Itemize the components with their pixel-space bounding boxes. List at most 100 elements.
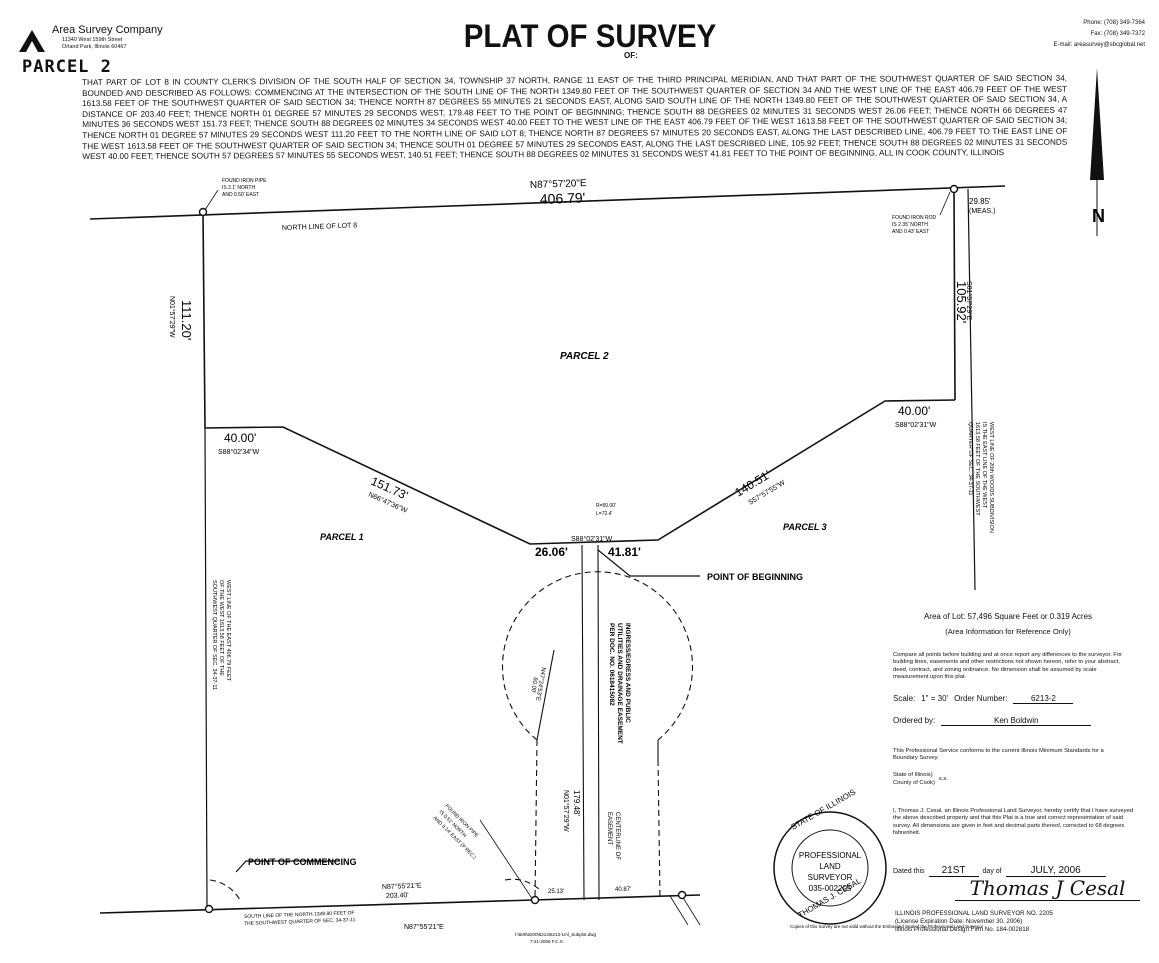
centerline-note-2: EASEMENT [606, 812, 612, 845]
county-label: County of Cook) [893, 779, 935, 786]
ne-found-1: FOUND IRON ROD [892, 215, 937, 221]
se-tick-2 [669, 895, 689, 926]
parcel-3-label: PARCEL 3 [783, 522, 827, 532]
east-line-note-2: IS THE EAST LINE OF THE WEST [981, 422, 987, 509]
west-40-bearing: S88°02'34"W [218, 448, 260, 456]
poc-label: POINT OF COMMENCING [248, 857, 357, 867]
south-distance: 203.40' [386, 892, 409, 900]
south-bearing-2: N87°55'21"E [404, 923, 444, 931]
west-bearing: N01°57'29"W [168, 296, 176, 338]
dated-row: Dated this 21ST day of JULY, 2006 [893, 865, 1143, 877]
east-extension-line [967, 188, 976, 591]
ne-found-3: AND 0.43' EAST [892, 229, 929, 235]
ordered-value: Ken Boldwin [941, 716, 1092, 726]
phone: Phone: (708) 349-7364 [1083, 20, 1145, 26]
nw-iron-pipe-marker [198, 207, 208, 217]
s-iron-pipe-marker [530, 895, 540, 905]
compare-note: Compare all points before building and a… [893, 652, 1123, 681]
seal-line-1: PROFESSIONAL [799, 851, 862, 860]
state-label: State of Illinois) [893, 772, 933, 779]
west-40-distance: 40.00' [224, 431, 256, 445]
dated-day: 21ST [928, 865, 979, 877]
curve-length: L=72.4' [596, 511, 612, 517]
easement-note-2: UTILITIES AND DRAINAGE EASEMENT [616, 623, 623, 744]
company-logo-icon [18, 28, 46, 59]
page-title: PLAT OF SURVEY [463, 18, 717, 54]
se-marker [677, 890, 687, 900]
ss-label: s.s. [938, 776, 948, 783]
se-tick [681, 895, 701, 926]
company-name: Area Survey Company [52, 24, 163, 36]
n47-distance: 60.00' [529, 677, 538, 694]
west-line-note-1: WEST LINE OF THE EAST 406.79 FEET [225, 580, 231, 682]
north-letter: N [1092, 206, 1105, 226]
ne-iron-rod-marker [949, 184, 959, 194]
d4087-distance: 40.87' [615, 887, 631, 893]
north-line-label: NORTH LINE OF LOT 8 [282, 222, 358, 232]
d2513-distance: 25.13' [548, 889, 564, 895]
drawing-file-date: 7-21-2006 F.C.S. [530, 939, 564, 944]
survey-notes: Area of Lot: 57,496 Square Feet or 0.319… [893, 612, 1123, 787]
easement-note-3: PER DOC. NO. 0618415082 [608, 623, 615, 706]
certification: I, Thomas J. Cesal, an Illinois Professi… [893, 808, 1133, 837]
nw-found-3: AND 0.50' EAST [222, 192, 259, 198]
north-distance: 406.79' [540, 189, 586, 207]
poc-marker [204, 904, 214, 914]
east-distance: 105.92' [954, 281, 969, 323]
north-bearing: N87°57'20"E [530, 178, 587, 191]
curve-radius: R=50.00' [596, 503, 616, 509]
easement-line-a [581, 544, 585, 901]
license-line-3: Illinois Professional Design Firm No. 18… [895, 926, 1030, 933]
fax: Fax: (708) 349-7372 [1090, 31, 1145, 37]
area-note: (Area Information for Reference Only) [945, 627, 1071, 636]
dated-month: JULY, 2006 [1005, 865, 1106, 877]
license-line-1: ILLINOIS PROFESSIONAL LAND SURVEYOR NO. … [895, 910, 1053, 917]
east-boundary-line [953, 188, 956, 401]
d179-bearing: N01°57'29"W [562, 790, 570, 832]
copies-note: Copies of this Survey are not valid with… [790, 924, 984, 929]
scale-order-row: Scale: 1" = 30' Order Number: 6213-2 [893, 694, 1123, 704]
south-bearing: N87°55'21"E [382, 882, 422, 891]
nw-found-2: IS 2.1' NORTH [222, 185, 255, 191]
seal-line-2: LAND [819, 862, 841, 871]
west-line-note-2: OF THE WEST 1613.58 FEET OF THE [218, 580, 224, 676]
license-block: ILLINOIS PROFESSIONAL LAND SURVEYOR NO. … [895, 910, 1145, 934]
meas-label: (MEAS.) [969, 208, 995, 215]
conform-note: This Professional Service conforms to th… [893, 747, 1104, 762]
cul-de-sac-arc [502, 571, 693, 741]
north-lot-line [89, 185, 1006, 220]
parcel-2-south-boundary [204, 399, 956, 545]
north-arrow-icon: N [1090, 68, 1105, 236]
pob-label: POINT OF BEGINNING [707, 572, 803, 582]
company-address: 11340 West 159th Street Orland Park, Ill… [62, 37, 127, 51]
south-line-note-2: THE SOUTHWEST QUARTER OF SEC. 34-37-11 [244, 917, 356, 927]
east-line-note-3: 1613.58 FEET OF THE SOUTHWEST [974, 422, 980, 516]
title-of: OF: [624, 51, 638, 60]
easement-note-1: INGRESS/EGRESS AND PUBLIC [624, 623, 631, 723]
contact-info: Phone: (708) 349-7364 Fax: (708) 349-737… [1020, 18, 1145, 51]
west-boundary-line [202, 211, 206, 429]
surveyor-signature: Thomas J Cesal [955, 876, 1140, 901]
ordered-by-row: Ordered by: Ken Boldwin [893, 716, 1123, 726]
west-line-note-3: SOUTHWEST QUARTER OF SEC. 34-37-11 [211, 580, 217, 690]
centerline-note-1: CENTERLINE OF [614, 812, 620, 860]
day-of-label: day of [982, 868, 1002, 875]
order-label: Order Number: [954, 693, 1008, 703]
address-line-1: 11340 West 159th Street [62, 37, 123, 43]
west-extension-line [204, 427, 208, 909]
dated-label: Dated this [893, 868, 925, 875]
order-value: 6213-2 [1013, 694, 1074, 704]
seal-top: STATE OF ILLINOIS [790, 787, 858, 831]
s-marker-leader [479, 819, 534, 901]
handwritten-parcel-label: PARCEL 2 [22, 57, 112, 77]
ne-found-2: IS 2.35' NORTH [892, 222, 928, 228]
radius-line [536, 649, 555, 741]
east-line-note-1: WEST LINE OF 20th WOODS SUBDIVISION [988, 422, 994, 533]
ne-marker-leader [939, 191, 951, 216]
license-line-2: (License Expiration Date: November 30, 2… [895, 918, 1023, 925]
meas-distance: 29.85' [969, 197, 991, 206]
area-of-lot: Area of Lot: 57,496 Square Feet or 0.319… [923, 612, 1093, 621]
address-line-2: Orland Park, Illinois 60467 [62, 44, 127, 50]
seal-line-3: SURVEYOR [808, 873, 853, 882]
state-county: State of Illinois) County of Cook) s.s. [893, 772, 1123, 787]
